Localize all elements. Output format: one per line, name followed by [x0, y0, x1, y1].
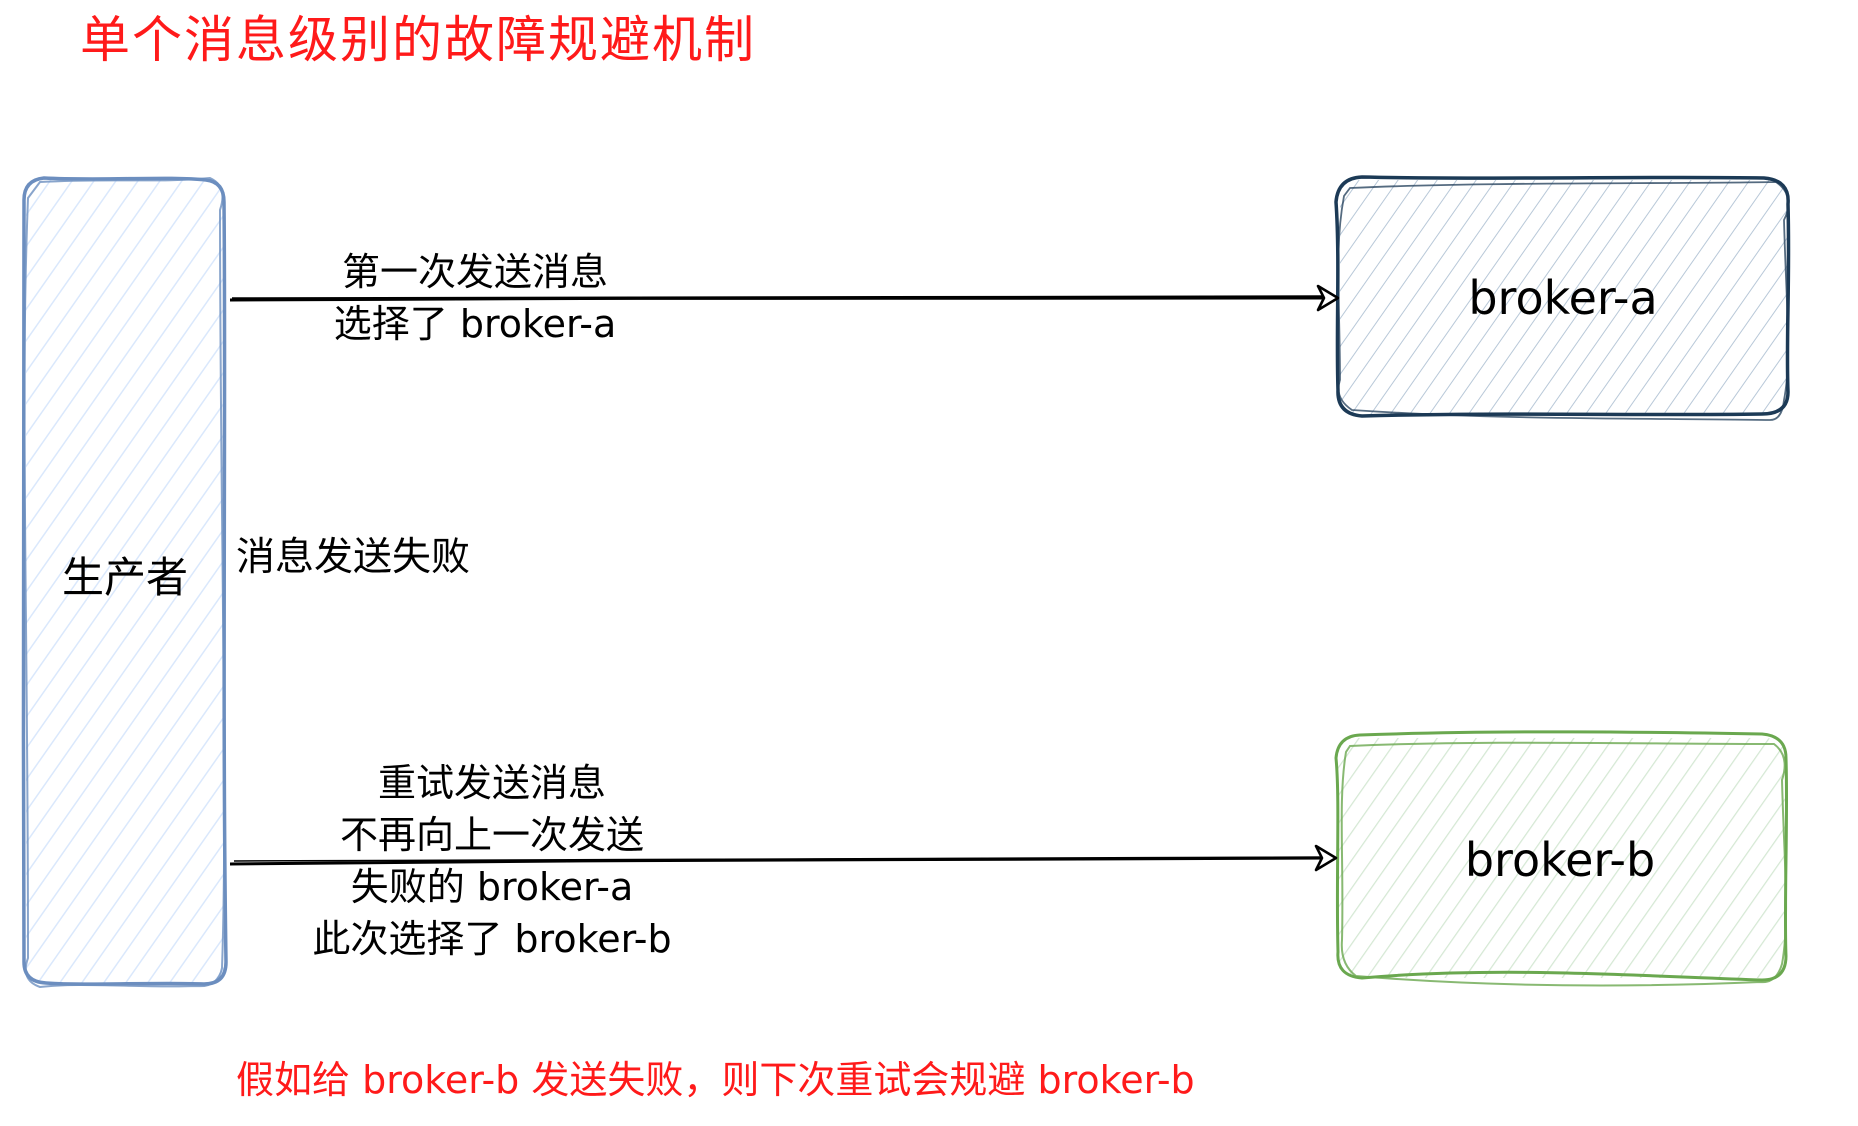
producer-border-sketch [23, 176, 226, 989]
arrowhead-icon [1314, 844, 1338, 872]
edge-label-broker-b: 重试发送消息 不再向上一次发送 失败的 broker-a 此次选择了 broke… [262, 757, 722, 965]
edge-label-broker-a: 第一次发送消息 选择了 broker-a [290, 246, 660, 350]
diagram-title: 单个消息级别的故障规避机制 [80, 11, 756, 69]
arrow-line-sketch [233, 856, 1331, 862]
edge-producer-to-broker-a[interactable] [229, 284, 1340, 312]
broker-b-border-sketch [1340, 741, 1788, 987]
edge-label-line: 此次选择了 broker-b [312, 917, 672, 961]
broker-b-border [1334, 730, 1789, 982]
failure-annotation: 消息发送失败 [236, 535, 471, 580]
edge-label-line: 重试发送消息 [377, 761, 606, 805]
broker-a-border [1334, 175, 1791, 418]
broker-a-fill [1340, 180, 1788, 414]
broker-b-node[interactable] [1334, 730, 1789, 987]
edge-label-line: 选择了 broker-a [333, 302, 617, 346]
producer-label: 生产者 [61, 553, 188, 602]
broker-b-fill [1338, 738, 1786, 978]
producer-fill [26, 180, 224, 984]
arrow-line-sketch [231, 295, 1331, 299]
footer-note: 假如给 broker-b 发送失败，则下次重试会规避 broker-b [236, 1058, 1195, 1102]
edge-label-line: 不再向上一次发送 [339, 813, 644, 857]
edge-label-line: 失败的 broker-a [350, 865, 634, 909]
edge-label-line: 第一次发送消息 [341, 250, 608, 294]
broker-a-border-sketch [1337, 181, 1790, 421]
edge-producer-to-broker-b[interactable] [229, 844, 1338, 872]
arrow-line [229, 296, 1335, 302]
broker-b-label: broker-b [1464, 833, 1656, 887]
producer-node[interactable] [21, 176, 228, 989]
broker-a-node[interactable] [1334, 175, 1791, 421]
arrowhead-icon [1316, 284, 1340, 312]
broker-a-label: broker-a [1468, 271, 1658, 325]
